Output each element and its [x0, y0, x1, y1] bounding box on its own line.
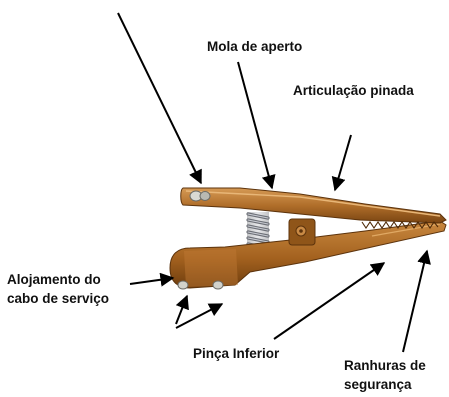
arrow-serrations	[402, 249, 431, 353]
label-cable-housing-line2: cabo de serviço	[7, 291, 110, 306]
pointer-arrows	[117, 12, 431, 353]
rivets	[177, 190, 224, 290]
upper-arm	[180, 187, 447, 224]
arrow-upper-rivet	[117, 12, 202, 185]
arrow-cable-housing	[129, 272, 175, 287]
pivot-joint	[288, 218, 316, 246]
serrations	[361, 221, 439, 229]
arrow-lower-rivet-right	[175, 303, 224, 329]
label-serrations-line2: segurança	[344, 377, 412, 392]
label-cable-housing: Alojamento do cabo de serviço	[7, 270, 109, 308]
arrow-pivot	[331, 134, 352, 192]
arrow-lower-rivet-left	[175, 294, 189, 325]
label-cable-housing-line1: Alojamento do	[7, 272, 101, 287]
label-spring: Mola de aperto	[207, 39, 303, 54]
label-pivot: Articulação pinada	[293, 83, 414, 98]
label-serrations: Ranhuras de segurança	[344, 356, 426, 394]
label-serrations-line1: Ranhuras de	[344, 358, 426, 373]
lower-jaw	[169, 220, 447, 289]
arrow-spring	[237, 61, 276, 190]
arrow-lower-jaw	[273, 262, 386, 340]
label-lower-jaw: Pinça Inferior	[193, 346, 280, 361]
